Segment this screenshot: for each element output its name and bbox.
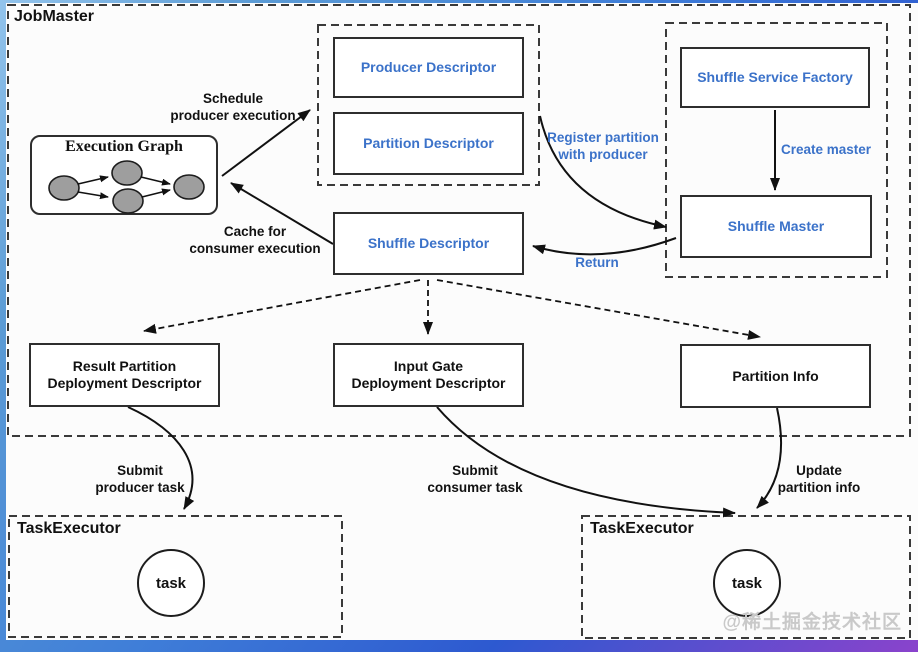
shuffle-to-result-partition-dashed-arrow [143,279,421,334]
task-circle-left: task [137,549,205,617]
input-gate-deployment-descriptor-box: Input Gate Deployment Descriptor [333,343,524,407]
submit-producer-task-label: Submit producer task [95,463,185,496]
diagram-canvas [6,3,918,640]
return-arrow [532,237,677,256]
cache-for-consumer-execution-label: Cache for consumer execution [189,224,321,257]
task-executor-right-label: TaskExecutor [590,520,694,537]
task-executor-left-label: TaskExecutor [17,520,121,537]
register-partition-arrow [539,115,667,230]
graph-edge [77,191,109,200]
create-master-label: Create master [780,142,872,157]
register-partition-with-producer-label: Register partition with producer [547,130,659,163]
task-circle-right: task [713,549,781,617]
graph-edge [77,175,109,185]
graph-node [112,188,144,214]
jobmaster-label: JobMaster [14,8,95,25]
partition-descriptor-box: Partition Descriptor [333,112,524,175]
descriptor-group-border [317,24,540,186]
execution-graph-box: Execution Graph [30,135,218,215]
shuffle-descriptor-box: Shuffle Descriptor [333,212,524,275]
schedule-producer-arrow [221,109,311,177]
shuffle-service-factory-box: Shuffle Service Factory [680,47,870,108]
task-executor-right-border [581,515,911,639]
graph-edge [141,188,171,198]
update-partition-info-label: Update partition info [777,463,861,496]
schedule-producer-execution-label: Schedule producer execution [170,91,296,124]
return-label: Return [575,255,619,270]
cache-consumer-arrow [230,182,334,245]
graph-node [48,175,80,201]
execution-graph-nodes [48,160,205,214]
submit-consumer-task-arrow [436,406,736,518]
producer-descriptor-box: Producer Descriptor [333,37,524,98]
jobmaster-group-border [7,4,911,437]
shuffle-to-partition-info-dashed-arrow [436,279,761,340]
partition-info-box: Partition Info [680,344,871,408]
graph-node [111,160,143,186]
graph-node [173,174,205,200]
submit-producer-task-arrow [127,406,195,510]
graph-edge [140,176,171,186]
result-partition-deployment-descriptor-box: Result Partition Deployment Descriptor [29,343,220,407]
shuffle-service-group-border [665,22,888,278]
task-executor-left-border [8,515,343,638]
watermark-text: @稀土掘金技术社区 [722,612,902,633]
execution-graph-title: Execution Graph [65,138,183,155]
update-partition-info-arrow [756,407,783,509]
submit-consumer-task-label: Submit consumer task [427,463,523,496]
shuffle-master-box: Shuffle Master [680,195,872,258]
